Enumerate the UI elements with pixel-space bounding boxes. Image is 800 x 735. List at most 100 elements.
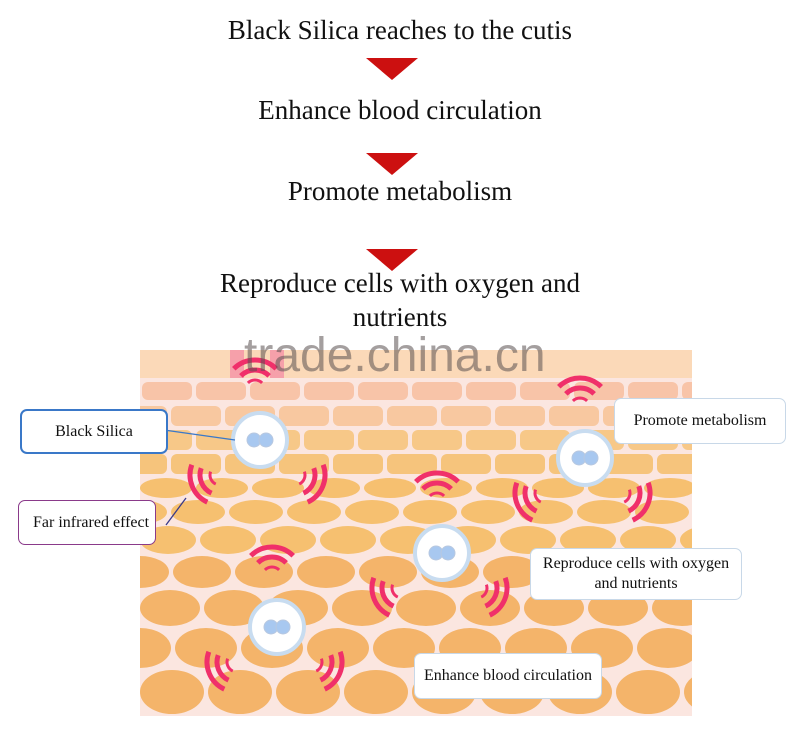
pointer-line <box>165 497 187 526</box>
skin-cell <box>359 556 417 588</box>
infrared-wave-icon <box>421 480 453 491</box>
skin-cell <box>412 382 462 400</box>
label-black-silica: Black Silica <box>20 409 168 454</box>
down-arrow-icon <box>366 153 418 175</box>
watermark: trade.china.cn <box>244 329 546 382</box>
infrared-wave-icon <box>627 485 643 514</box>
down-arrow-icon <box>366 249 418 271</box>
infrared-wave-icon <box>323 650 345 692</box>
skin-cell <box>637 628 692 668</box>
infrared-wave-icon <box>204 650 226 692</box>
particle-dot <box>275 619 291 635</box>
skin-cell <box>588 478 640 498</box>
infrared-wave-icon <box>208 471 217 486</box>
skin-cell <box>320 526 376 554</box>
infrared-wave-icon <box>390 584 399 599</box>
pointer-line <box>163 429 236 441</box>
infrared-wave-icon <box>522 485 538 514</box>
label-enhance-blood: Enhance blood circulation <box>414 653 602 699</box>
skin-cell <box>466 430 516 450</box>
skin-cell <box>500 526 556 554</box>
infrared-wave-icon <box>533 489 542 504</box>
skin-cell <box>628 382 678 400</box>
skin-cell <box>684 677 692 707</box>
skin-cell <box>140 478 192 498</box>
skin-cell <box>171 454 221 474</box>
infrared-wave-icon <box>302 467 318 496</box>
skin-cell <box>476 478 528 498</box>
skin-cell <box>171 500 225 524</box>
infrared-wave-icon <box>623 489 632 504</box>
skin-cell <box>603 454 653 474</box>
skin-cell <box>495 454 545 474</box>
skin-cell <box>560 526 616 554</box>
infrared-wave-icon <box>225 658 234 673</box>
infrared-wave-icon <box>315 658 324 673</box>
infrared-wave-icon <box>232 357 278 371</box>
particle-dot <box>583 450 599 466</box>
skin-cell <box>333 406 383 426</box>
infrared-wave-icon <box>414 470 460 484</box>
infrared-wave-icon <box>480 584 489 599</box>
infrared-wave-icon <box>484 580 500 609</box>
skin-cell <box>441 406 491 426</box>
infrared-ray <box>270 350 284 378</box>
infrared-wave-icon <box>263 565 281 572</box>
label-reproduce-cells: Reproduce cells with oxygen and nutrient… <box>530 548 742 600</box>
skin-cell <box>483 556 541 588</box>
skin-cell <box>252 478 304 498</box>
label-promote-metabolism: Promote metabolism <box>614 398 786 444</box>
skin-cell <box>680 528 692 552</box>
skin-cell <box>682 382 692 400</box>
skin-cell <box>140 454 167 474</box>
infrared-wave-icon <box>512 481 534 523</box>
skin-cell <box>200 526 256 554</box>
skin-cell <box>344 670 408 714</box>
skin-cell <box>140 556 169 588</box>
skin-cell <box>358 430 408 450</box>
skin-cell <box>196 382 246 400</box>
infrared-wave-icon <box>319 654 335 683</box>
skin-cell <box>171 406 221 426</box>
infrared-wave-icon <box>256 554 288 565</box>
infrared-wave-icon <box>197 467 213 496</box>
skin-cell <box>332 590 392 626</box>
infrared-wave-icon <box>571 396 589 403</box>
infrared-wave-icon <box>187 463 209 505</box>
skin-cell <box>142 382 192 400</box>
skin-cell <box>333 454 383 474</box>
skin-cell <box>297 556 355 588</box>
skin-cell <box>307 628 369 668</box>
skin-cell <box>140 590 200 626</box>
skin-cell <box>644 478 692 498</box>
infrared-wave-icon <box>246 378 264 385</box>
skin-cell <box>140 670 204 714</box>
skin-cell <box>403 500 457 524</box>
skin-cell <box>396 590 456 626</box>
infrared-wave-icon <box>428 491 446 498</box>
skin-cell <box>235 556 293 588</box>
skin-cell <box>577 500 631 524</box>
step-4-text: Reproduce cells with oxygen and nutrient… <box>220 268 580 332</box>
infrared-wave-icon <box>379 580 395 609</box>
skin-cell <box>412 430 462 450</box>
skin-cell <box>276 670 340 714</box>
skin-cell <box>466 382 516 400</box>
skin-cell <box>460 590 520 626</box>
step-1-text: Black Silica reaches to the cutis <box>227 15 573 45</box>
particle-dot <box>258 432 274 448</box>
skin-cell <box>140 628 171 668</box>
down-arrow-icon <box>366 58 418 80</box>
infrared-wave-icon <box>631 481 653 523</box>
infrared-wave-icon <box>298 471 307 486</box>
skin-cell <box>616 670 680 714</box>
skin-cell <box>387 406 437 426</box>
infrared-wave-icon <box>214 654 230 683</box>
step-2-text: Enhance blood circulation <box>258 95 542 125</box>
skin-cell <box>250 382 300 400</box>
skin-cell <box>358 382 408 400</box>
skin-cell <box>175 628 237 668</box>
skin-cell <box>495 406 545 426</box>
skin-cell <box>304 430 354 450</box>
skin-cell <box>461 500 515 524</box>
